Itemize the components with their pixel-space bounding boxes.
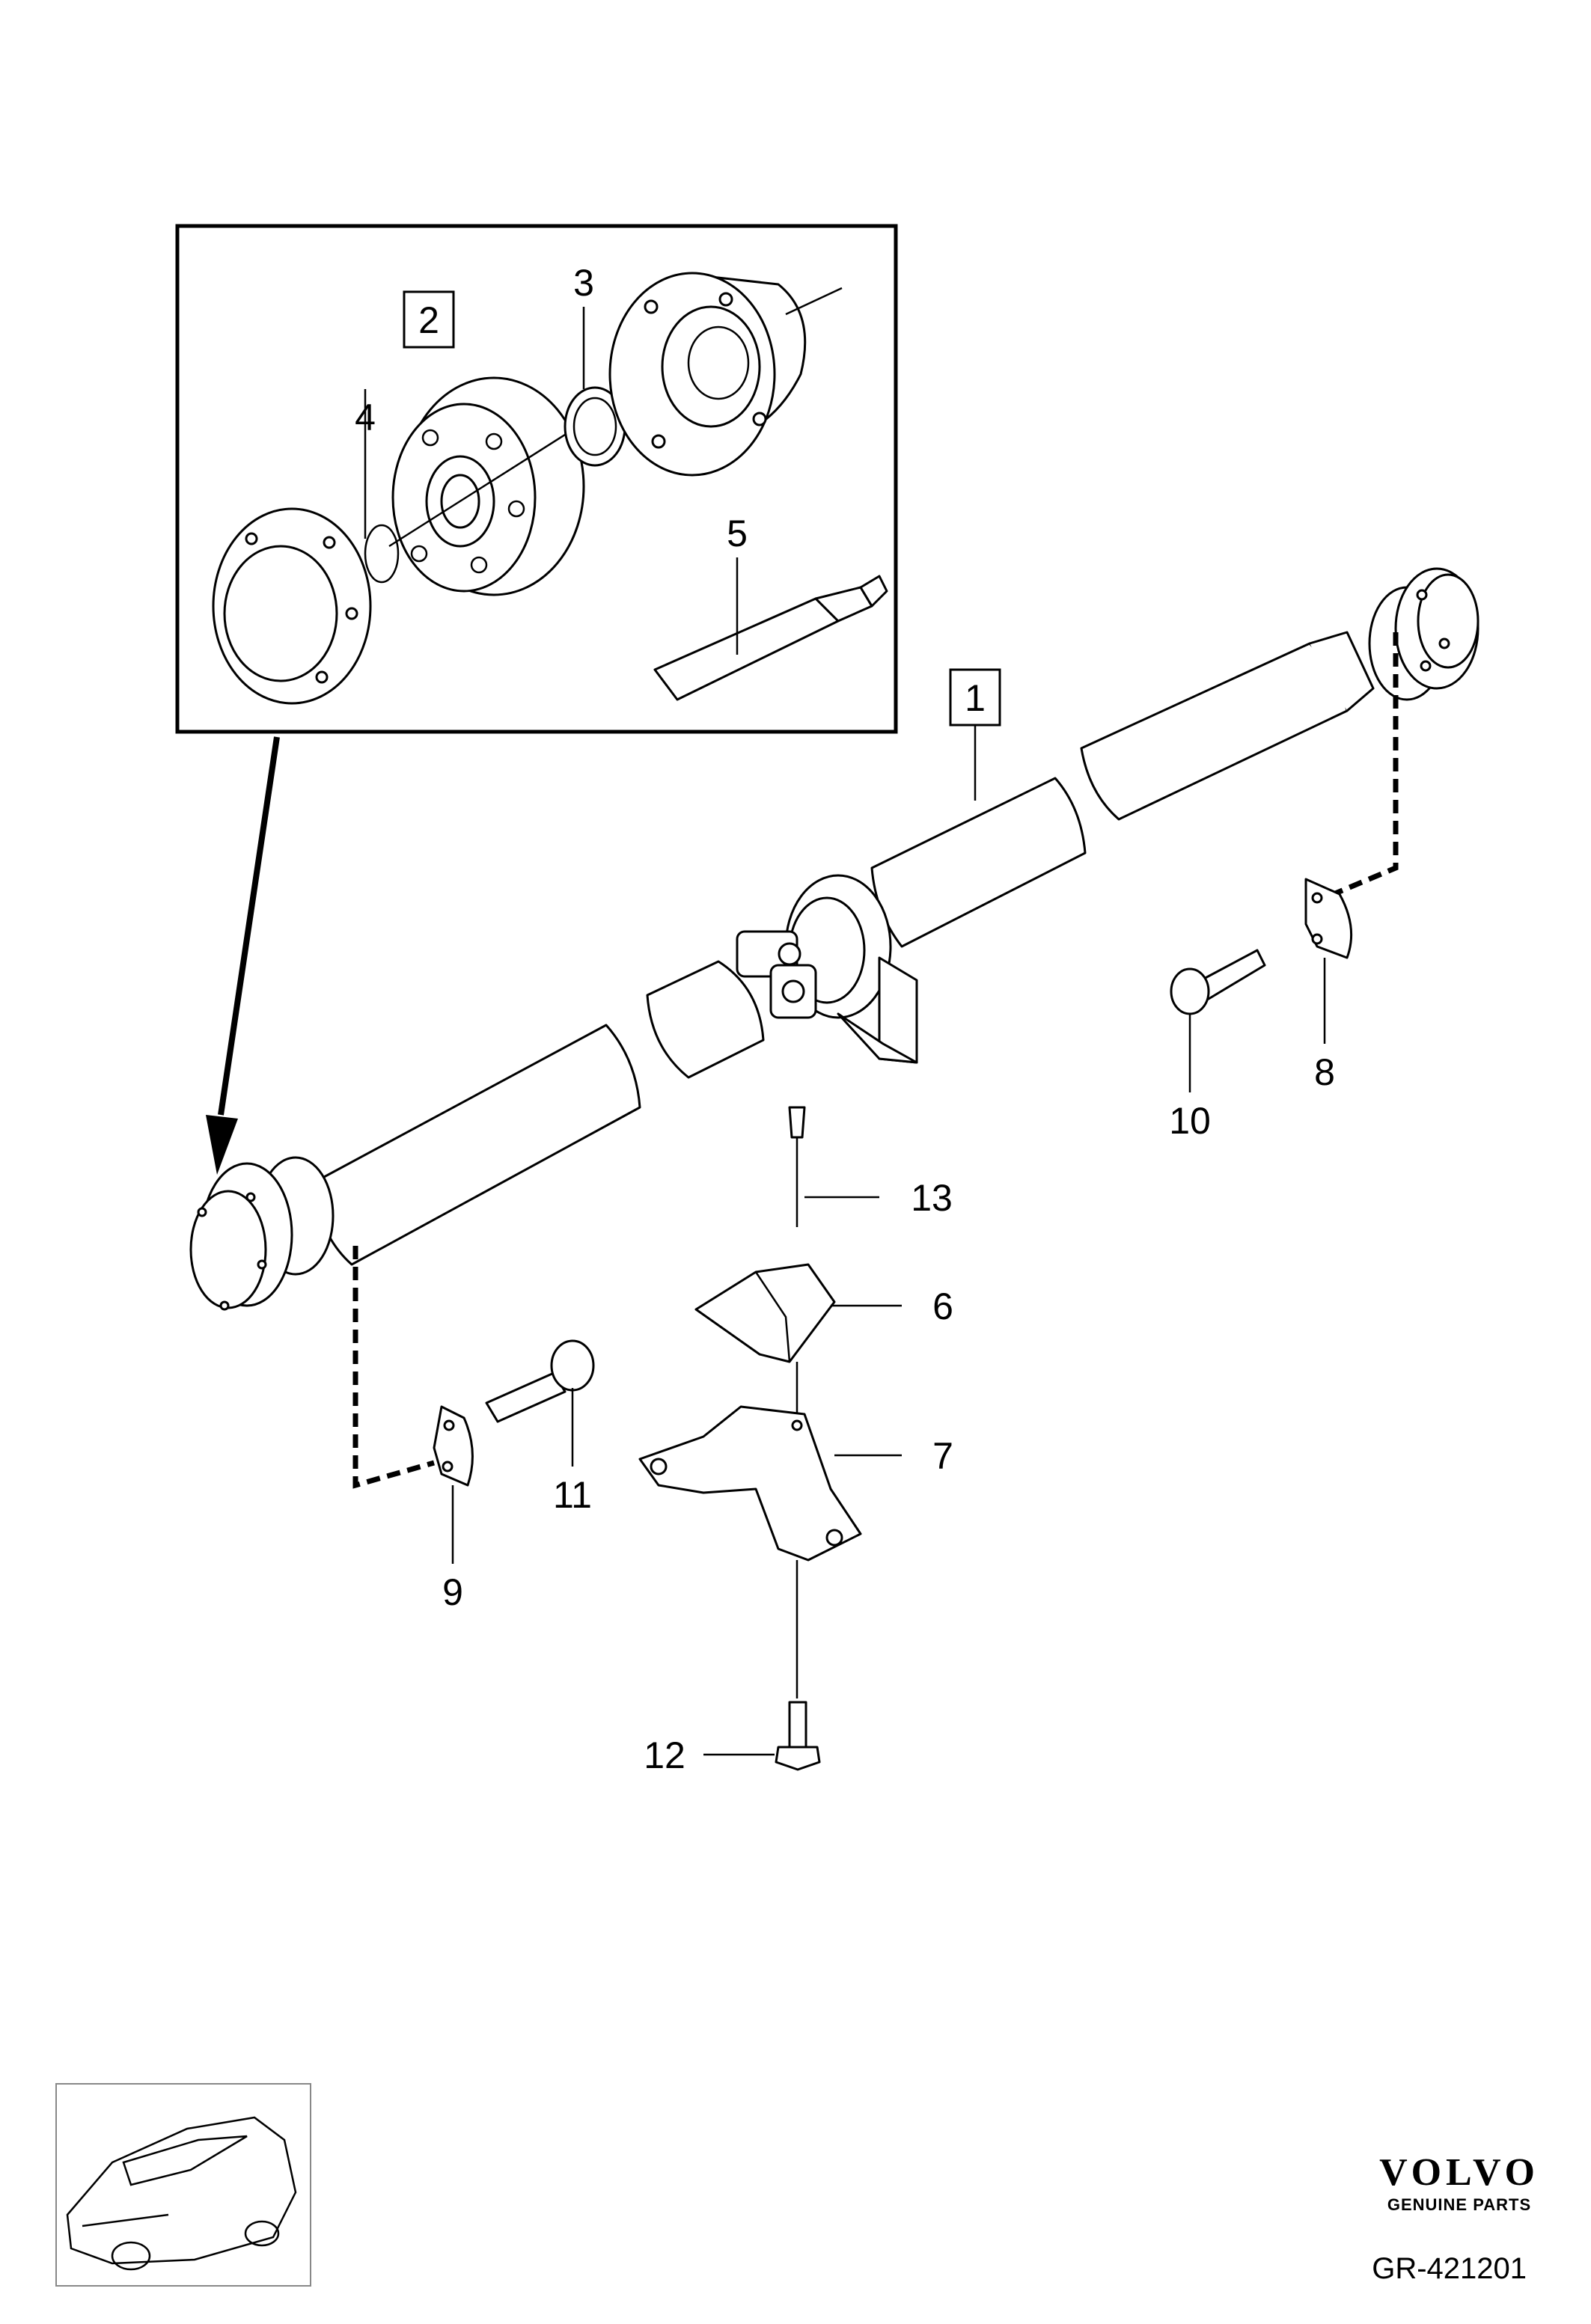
bracket-7 [638, 1405, 862, 1562]
callout-8: 8 [1314, 1051, 1335, 1093]
callout-12: 12 [644, 1734, 685, 1776]
clamp-plate-9 [433, 1405, 474, 1487]
callout-6: 6 [932, 1285, 953, 1327]
callout-5: 5 [727, 513, 748, 554]
circlip [364, 524, 400, 584]
callout-7: 7 [932, 1435, 953, 1477]
volvo-logo: VOLVO [1379, 2151, 1539, 2194]
front-dash-line [352, 1246, 435, 1489]
flange-yoke [608, 272, 843, 477]
detail-arrow [206, 736, 280, 1175]
inset-detail: 2 4 [175, 224, 898, 734]
callout-3: 3 [573, 262, 594, 304]
support-assembly: 13 6 7 12 [638, 1106, 953, 1776]
seal-ring [564, 386, 626, 467]
rear-fasteners: 8 10 [1169, 632, 1399, 1142]
callout-13: 13 [911, 1177, 953, 1219]
front-flange [189, 1156, 335, 1311]
clamp-plate-8 [1304, 878, 1353, 959]
diagram-code: GR-421201 [1372, 2252, 1527, 2285]
bolt-10 [1200, 949, 1266, 1000]
genuine-parts-tagline: GENUINE PARTS [1387, 2195, 1531, 2214]
callout-9: 9 [442, 1571, 463, 1613]
brand-block: VOLVO GENUINE PARTS GR-421201 [1372, 2151, 1539, 2285]
callout-4: 4 [355, 397, 376, 438]
flange-cover [212, 507, 372, 705]
grease-tube [653, 575, 888, 701]
cv-joint [391, 376, 585, 596]
callout-1: 1 [965, 677, 986, 719]
vehicle-thumbnail [55, 2083, 311, 2287]
callout-box-2 [403, 290, 455, 349]
universal-joint [736, 930, 817, 1019]
bolt-12 [775, 1701, 821, 1771]
callout-10: 10 [1169, 1100, 1211, 1142]
callout-2: 2 [418, 299, 439, 341]
inset-frame [175, 224, 898, 734]
bolt-11 [485, 1372, 567, 1423]
front-fasteners: 9 11 [352, 1246, 595, 1613]
callout-box-1 [949, 668, 1001, 727]
rear-dash-line [1323, 632, 1399, 901]
propeller-shaft: 1 [189, 567, 1479, 1311]
rubber-mount-6 [694, 1263, 836, 1363]
callout-11: 11 [553, 1474, 592, 1516]
